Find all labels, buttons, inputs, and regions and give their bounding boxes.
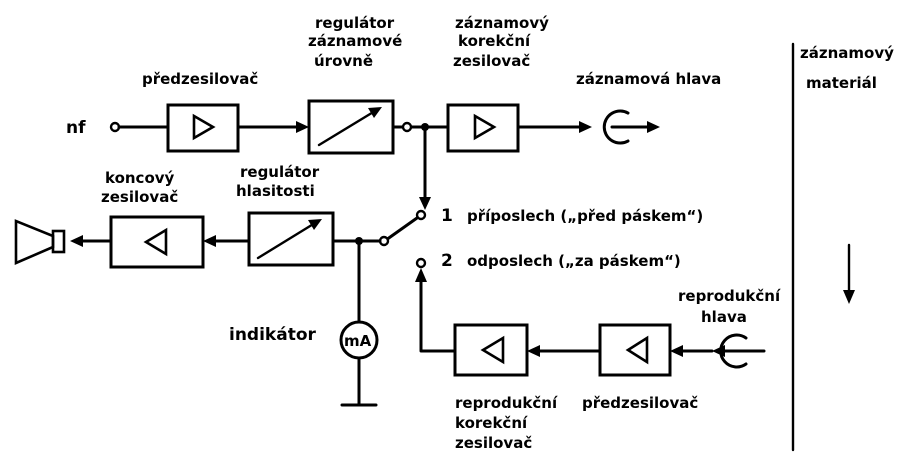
arrow-into-record-head: [579, 121, 592, 133]
arrow-into-power-amp: [203, 235, 216, 247]
record-correction-amplifier-symbol: [473, 113, 497, 141]
switch-position-2-label: odposlech („za páskem“): [467, 252, 681, 270]
volume-regulator-arrowhead: [308, 219, 322, 230]
record-level-regulator-label-line3: úrovně: [314, 52, 373, 70]
playback-head-label-line2: hlava: [701, 308, 747, 326]
volume-regulator-label-line1: regulátor: [240, 163, 320, 181]
record-junction-open: [401, 121, 413, 133]
recording-medium-label-line2: materiál: [806, 74, 877, 92]
preamp-playback-label: předzesilovač: [582, 394, 698, 412]
arrow-down-to-switch: [419, 197, 431, 210]
record-level-regulator-slider: [317, 109, 377, 147]
indicator-label: indikátor: [229, 325, 317, 345]
preamp-record-amplifier-symbol: [192, 113, 216, 141]
arrow-into-playback-preamp: [670, 345, 683, 357]
volume-regulator-slider: [256, 221, 317, 260]
record-head-label: záznamová hlava: [576, 70, 721, 88]
loudspeaker-magnet: [51, 229, 66, 254]
tape-direction-arrowhead: [843, 290, 855, 304]
playback-head-arrowhead: [712, 345, 725, 357]
power-amplifier-box: [109, 215, 205, 269]
record-junction-node: [421, 123, 429, 131]
power-amplifier-symbol: [143, 227, 168, 257]
playback-correction-amplifier-label-line2: korekční: [455, 414, 528, 432]
arrow-up-to-switch: [415, 268, 427, 282]
loudspeaker-cone: [14, 219, 55, 265]
arrow-into-level-regulator: [296, 121, 309, 133]
switch-position-1-number: 1: [441, 206, 453, 226]
playback-correction-amplifier-box: [453, 323, 529, 377]
switch-contact-1: [415, 209, 427, 221]
record-head-symbol: [602, 109, 630, 145]
volume-regulator-label-line2: hlasitosti: [236, 182, 315, 200]
power-amplifier-label-line2: zesilovač: [101, 188, 178, 206]
playback-head-label-line1: reprodukční: [678, 287, 781, 305]
preamp-playback-amplifier-symbol: [625, 335, 649, 365]
switch-contact-2: [415, 257, 427, 269]
record-level-regulator-arrowhead: [368, 107, 382, 118]
record-level-regulator-label-line2: záznamové: [308, 32, 402, 50]
power-amplifier-label-line1: koncový: [105, 169, 175, 187]
switch-position-2-number: 2: [441, 251, 453, 271]
switch-blade: [384, 216, 419, 242]
record-correction-amplifier-label-line3: zesilovač: [453, 52, 530, 70]
nf-input-label: nf: [66, 118, 86, 138]
wire-playback-amp-to-switch-pos2: [419, 280, 457, 353]
record-correction-amplifier-box: [446, 103, 520, 153]
preamp-record-label: předzesilovač: [142, 70, 258, 88]
record-correction-amplifier-label-line1: záznamový: [455, 14, 549, 32]
arrow-into-playback-amp: [527, 345, 540, 357]
playback-correction-amplifier-label-line1: reprodukční: [455, 394, 558, 412]
preamp-record-box: [166, 103, 240, 153]
arrow-into-speaker: [70, 235, 83, 247]
record-correction-amplifier-label-line2: korekční: [458, 32, 531, 50]
indicator-meter-symbol: mA: [344, 332, 372, 350]
playback-correction-amplifier-label-line3: zesilovač: [455, 434, 532, 452]
playback-correction-amplifier-symbol: [480, 335, 505, 365]
switch-position-1-label: příposlech („před páskem“): [467, 207, 703, 225]
record-level-regulator-label-line1: regulátor: [315, 14, 395, 32]
recording-medium-label-line1: záznamový: [800, 44, 894, 62]
preamp-playback-box: [598, 323, 672, 377]
record-head-arrowhead: [647, 121, 660, 133]
